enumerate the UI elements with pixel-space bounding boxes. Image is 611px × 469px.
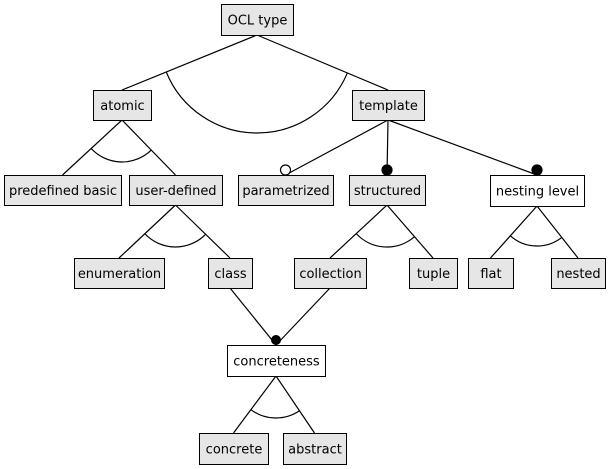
node-nested: nested [551,258,606,289]
node-box-nesting-level [490,175,585,207]
node-box-concrete [199,433,269,465]
node-box-collection [294,258,367,289]
node-flat: flat [468,258,514,289]
edge-nesting-level-to-nested [536,205,579,259]
edge-atomic-to-predefined-basic [62,119,123,176]
node-label-structured: structured [354,184,421,199]
edge-collection-to-concreteness [275,287,331,346]
alternative-arc-structured [355,233,415,248]
node-tuple: tuple [409,258,458,289]
node-template: template [352,90,425,121]
node-label-predefined-basic: predefined basic [9,184,117,199]
node-label-collection: collection [299,267,361,282]
edge-template-to-nesting-level [387,119,538,176]
edge-class-to-concreteness [229,287,277,346]
node-parametrized: parametrized [238,175,334,206]
node-box-concreteness [227,345,326,377]
node-predefined-basic: predefined basic [4,175,122,206]
node-box-enumeration [74,258,165,289]
node-label-enumeration: enumeration [78,267,161,282]
node-label-class: class [214,267,246,282]
node-box-nested [551,258,606,289]
alternative-arc-concreteness [250,409,300,419]
node-atomic: atomic [93,90,152,121]
node-collection: collection [294,258,367,289]
edge-atomic-to-user-defined [121,119,176,176]
alternative-arc-user-defined [144,233,207,248]
mandatory-marker-concreteness [271,335,281,345]
node-label-nesting-level: nesting level [496,185,579,200]
node-box-ocl-type [221,4,294,36]
node-box-user-defined [129,175,223,206]
nodes-layer: OCL type atomic template predefined basic us… [4,4,606,465]
node-enumeration: enumeration [74,258,165,289]
node-structured: structured [349,175,426,206]
alternative-arc-atomic [90,148,152,163]
node-label-nested: nested [556,267,600,282]
edge-structured-to-collection [329,204,388,259]
edge-user-defined-to-class [175,204,231,259]
alternative-arc-nesting-level [509,235,563,247]
mandatory-marker-structured [381,164,393,176]
node-label-concreteness: concreteness [233,355,320,370]
node-label-user-defined: user-defined [135,184,216,199]
alternative-arcs-layer [90,71,563,419]
markers-layer [271,164,543,345]
edge-concreteness-to-concrete [233,375,277,434]
node-ocl-type: OCL type [221,4,294,36]
edge-structured-to-tuple [386,204,434,259]
edge-template-to-parametrized [285,119,389,176]
node-label-atomic: atomic [100,99,144,114]
node-box-class [208,258,253,289]
node-label-flat: flat [480,267,501,282]
node-box-tuple [409,258,458,289]
edge-ocl-type-to-atomic [121,34,258,91]
edges-layer [62,34,579,434]
edge-ocl-type-to-template [256,34,389,91]
node-nesting-level: nesting level [490,175,585,207]
alternative-arc-ocl-type [165,71,348,134]
node-user-defined: user-defined [129,175,223,206]
node-label-parametrized: parametrized [242,184,329,199]
edge-nesting-level-to-flat [490,205,538,259]
node-label-abstract: abstract [288,443,342,458]
node-abstract: abstract [283,433,347,465]
node-label-template: template [359,99,418,114]
node-box-predefined-basic [4,175,122,206]
edge-concreteness-to-abstract [275,375,315,434]
optional-marker-parametrized [279,164,292,176]
node-box-flat [468,258,514,289]
mandatory-marker-nesting-level [531,164,543,176]
node-label-concrete: concrete [206,443,263,458]
node-label-ocl-type: OCL type [228,14,288,29]
node-label-tuple: tuple [417,267,450,282]
node-box-template [352,90,425,121]
node-class: class [208,258,253,289]
edge-user-defined-to-enumeration [118,204,176,259]
node-box-abstract [283,433,347,465]
node-concreteness: concreteness [227,345,326,377]
node-box-parametrized [238,175,334,206]
node-concrete: concrete [199,433,269,465]
node-box-atomic [93,90,152,121]
